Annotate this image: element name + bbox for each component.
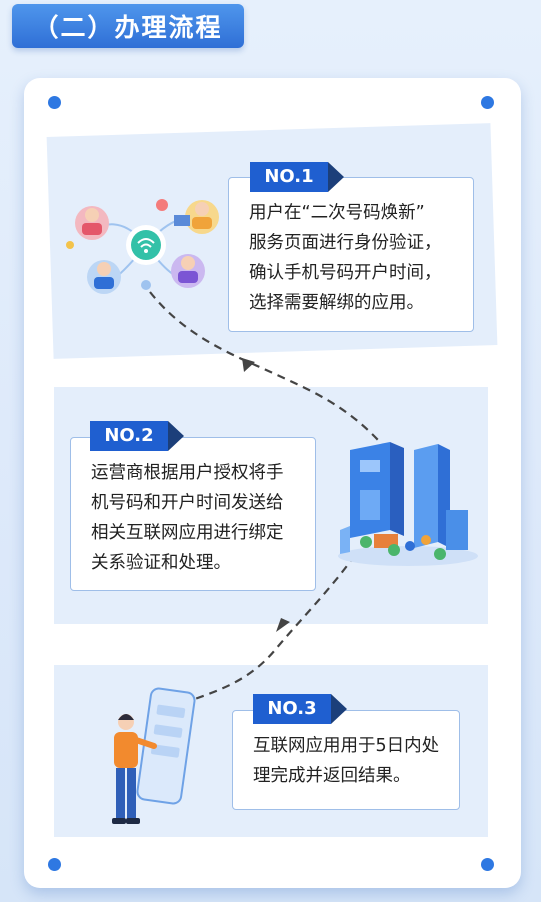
person-phone-illustration — [112, 687, 196, 824]
step-1-description: 用户在“二次号码焕新” 服务页面进行身份验证， 确认手机号码开户时间， 选择需要… — [228, 177, 474, 332]
people-network-illustration — [66, 199, 219, 294]
step-3-description: 互联网应用用于5日内处 理完成并返回结果。 — [232, 710, 460, 810]
corner-dot — [481, 96, 494, 109]
step-2-number-badge: NO.2 — [90, 421, 184, 451]
corner-dot — [481, 858, 494, 871]
step-1-number-badge: NO.1 — [250, 162, 344, 192]
5g-building-illustration — [338, 442, 478, 566]
step-2-line: 运营商根据用户授权将手 — [91, 463, 284, 483]
step-3-line: 互联网应用用于5日内处 — [253, 736, 440, 756]
step-3-number-badge: NO.3 — [253, 694, 347, 724]
step-2-line: 相关互联网应用进行绑定 — [91, 523, 284, 543]
step-1-line: 选择需要解绑的应用。 — [249, 293, 424, 313]
step-1-line: 确认手机号码开户时间， — [249, 263, 442, 283]
corner-dot — [48, 858, 61, 871]
step-1-line: 服务页面进行身份验证， — [249, 233, 442, 253]
step-2-description: 运营商根据用户授权将手 机号码和开户时间发送给 相关互联网应用进行绑定 关系验证… — [70, 437, 316, 591]
step-2-line: 关系验证和处理。 — [91, 553, 231, 573]
step-2-line: 机号码和开户时间发送给 — [91, 493, 284, 513]
step-3-line: 理完成并返回结果。 — [253, 766, 411, 786]
section-title: （二）办理流程 — [12, 4, 244, 48]
corner-dot — [48, 96, 61, 109]
step-1-line: 用户在“二次号码焕新” — [249, 203, 425, 223]
